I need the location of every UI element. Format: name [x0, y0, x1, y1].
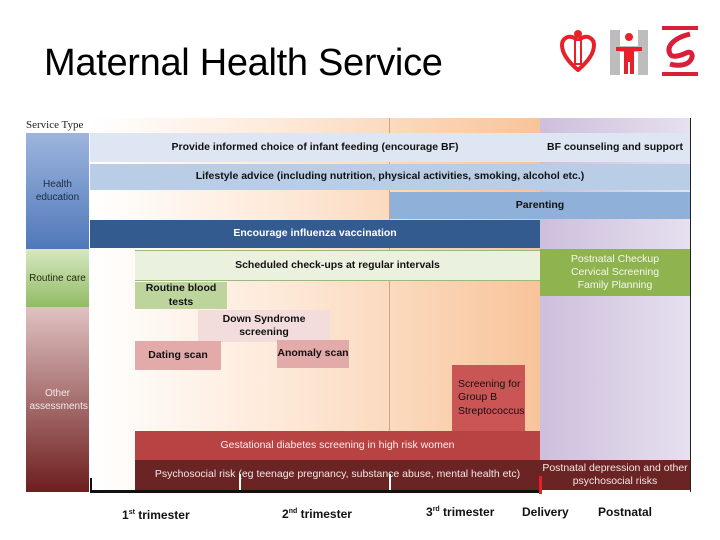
- timeline-tick-start: [90, 478, 92, 492]
- label-delivery: Delivery: [522, 505, 569, 519]
- timeline-tick-t1: [239, 474, 241, 490]
- delivery-marker-arrow: [539, 476, 542, 494]
- bar-postnatal-depression: Postnatal depression and other psychosoc…: [540, 460, 690, 490]
- category-other-assessments: Other assessments: [26, 307, 89, 492]
- label-1st-trimester: 1st trimester: [122, 508, 190, 522]
- page-title: Maternal Health Service: [44, 42, 443, 84]
- bar-lifestyle-advice: Lifestyle advice (including nutrition, p…: [90, 164, 690, 190]
- trimester-divider: [389, 118, 390, 458]
- category-routine-care: Routine care: [26, 249, 89, 307]
- label-2nd-trimester: 2nd trimester: [282, 507, 352, 521]
- person-h-logo: [610, 30, 648, 75]
- bar-postnatal-care: Postnatal Checkup Cervical Screening Fam…: [540, 249, 690, 296]
- bar-down-syndrome-screening: Down Syndrome screening: [198, 310, 330, 342]
- category-health-education: Health education: [26, 133, 89, 249]
- bar-anomaly-scan: Anomaly scan: [277, 340, 349, 368]
- diagram-right-border: [690, 118, 691, 492]
- bar-gestational-diabetes-screening: Gestational diabetes screening in high r…: [135, 431, 540, 460]
- label-3rd-trimester: 3rd trimester: [426, 505, 495, 519]
- bar-bf-support: BF counseling and support: [540, 133, 690, 162]
- bar-infant-feeding: Provide informed choice of infant feedin…: [90, 133, 540, 162]
- bar-psychosocial-risk: Psychosocial risk (eg teenage pregnancy,…: [135, 460, 540, 490]
- timeline-axis: [90, 490, 540, 493]
- timeline-tick-t2: [389, 474, 391, 490]
- bar-scheduled-checkups: Scheduled check-ups at regular intervals: [135, 250, 540, 281]
- bar-influenza-vaccination: Encourage influenza vaccination: [90, 220, 540, 248]
- label-postnatal: Postnatal: [598, 505, 653, 519]
- bar-dating-scan: Dating scan: [135, 341, 221, 370]
- service-type-label: Service Type: [26, 119, 84, 131]
- heart-figure-logo: [559, 28, 597, 73]
- bar-parenting: Parenting: [390, 192, 690, 219]
- bar-gbs-screening: Screening for Group B Streptococcus: [452, 365, 525, 431]
- s-swirl-logo: [660, 26, 700, 76]
- bar-routine-blood-tests: Routine blood tests: [135, 282, 227, 309]
